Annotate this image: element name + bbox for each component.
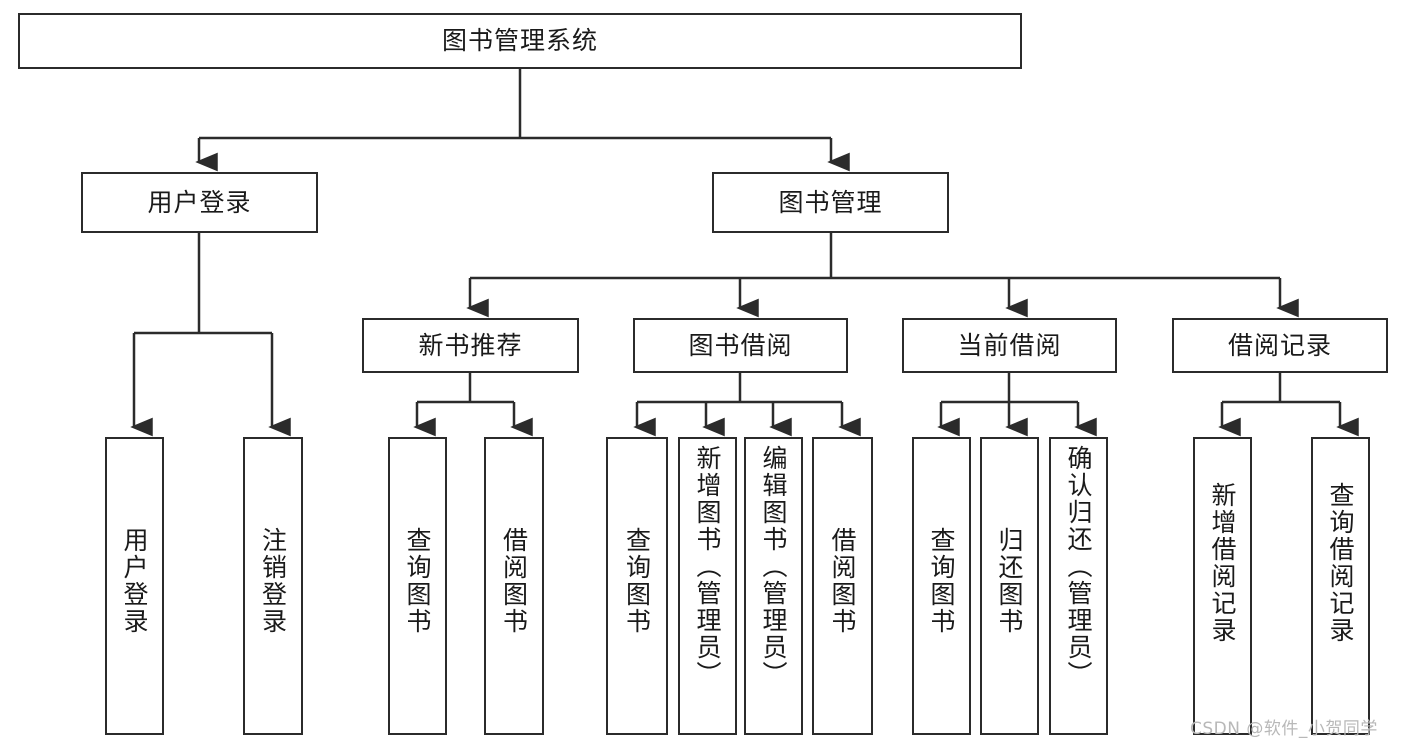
leaf-edit-book[interactable]: 编辑图书（管理员） xyxy=(744,437,803,735)
node-label: 查询图书 xyxy=(927,527,956,635)
node-label: 借阅图书 xyxy=(828,527,857,635)
leaf-borrow-book-1[interactable]: 借阅图书 xyxy=(484,437,544,735)
node-label: 图书管理 xyxy=(778,187,883,217)
node-label: 新增借阅记录 xyxy=(1208,482,1237,644)
node-label: 新增图书（管理员） xyxy=(693,445,722,688)
leaf-query-book-1[interactable]: 查询图书 xyxy=(388,437,447,735)
node-label: 借阅记录 xyxy=(1227,330,1332,360)
node-book-manage[interactable]: 图书管理 xyxy=(712,172,949,233)
node-new-book-rec[interactable]: 新书推荐 xyxy=(362,318,579,373)
node-label: 图书管理系统 xyxy=(441,26,598,56)
node-label: 归还图书 xyxy=(995,527,1024,635)
node-label: 新书推荐 xyxy=(418,330,523,360)
leaf-query-book-2[interactable]: 查询图书 xyxy=(606,437,668,735)
node-label: 借阅图书 xyxy=(499,527,529,635)
node-label: 当前借阅 xyxy=(957,330,1062,360)
leaf-user-logout[interactable]: 注销登录 xyxy=(243,437,303,735)
leaf-return-book[interactable]: 归还图书 xyxy=(980,437,1039,735)
leaf-add-book[interactable]: 新增图书（管理员） xyxy=(678,437,737,735)
node-book-borrow[interactable]: 图书借阅 xyxy=(633,318,848,373)
node-label: 用户登录 xyxy=(120,527,149,635)
leaf-query-book-3[interactable]: 查询图书 xyxy=(912,437,971,735)
node-label: 编辑图书（管理员） xyxy=(759,445,788,688)
node-label: 查询图书 xyxy=(622,527,652,635)
node-borrow-record[interactable]: 借阅记录 xyxy=(1172,318,1388,373)
leaf-user-login[interactable]: 用户登录 xyxy=(105,437,164,735)
node-label: 图书借阅 xyxy=(688,330,793,360)
node-label: 查询借阅记录 xyxy=(1326,482,1355,644)
node-current-borrow[interactable]: 当前借阅 xyxy=(902,318,1117,373)
node-label: 注销登录 xyxy=(258,527,288,635)
leaf-add-record[interactable]: 新增借阅记录 xyxy=(1193,437,1252,735)
leaf-borrow-book-2[interactable]: 借阅图书 xyxy=(812,437,873,735)
node-user-login[interactable]: 用户登录 xyxy=(81,172,318,233)
node-label: 查询图书 xyxy=(403,527,432,635)
leaf-query-record[interactable]: 查询借阅记录 xyxy=(1311,437,1370,735)
node-label: 用户登录 xyxy=(147,187,252,217)
leaf-confirm-return[interactable]: 确认归还（管理员） xyxy=(1049,437,1108,735)
csdn-watermark: CSDN @软件_小贺同学 xyxy=(1190,719,1378,739)
node-root-system[interactable]: 图书管理系统 xyxy=(18,13,1022,69)
node-label: 确认归还（管理员） xyxy=(1064,445,1093,688)
